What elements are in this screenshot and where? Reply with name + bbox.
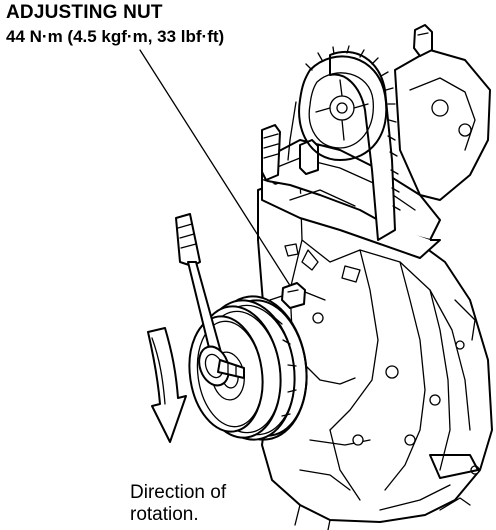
caption-line-1: Direction of [130, 482, 227, 503]
rotation-arrow-icon [147, 327, 187, 443]
callout-title: ADJUSTING NUT [6, 2, 163, 23]
cylinder-head [261, 24, 491, 259]
adjusting-nut-leader-line [139, 49, 297, 296]
camshaft-pulley [287, 45, 401, 241]
wrench-icon [175, 213, 245, 387]
adjusting-nut [281, 282, 306, 309]
engine-block [257, 174, 493, 530]
torque-spec: 44 N·m (4.5 kgf·m, 33 lbf·ft) [6, 27, 225, 46]
engine-detail-lines [284, 243, 476, 511]
caption-line-2: rotation. [130, 504, 199, 525]
rotation-caption: Direction of rotation. [130, 482, 226, 526]
